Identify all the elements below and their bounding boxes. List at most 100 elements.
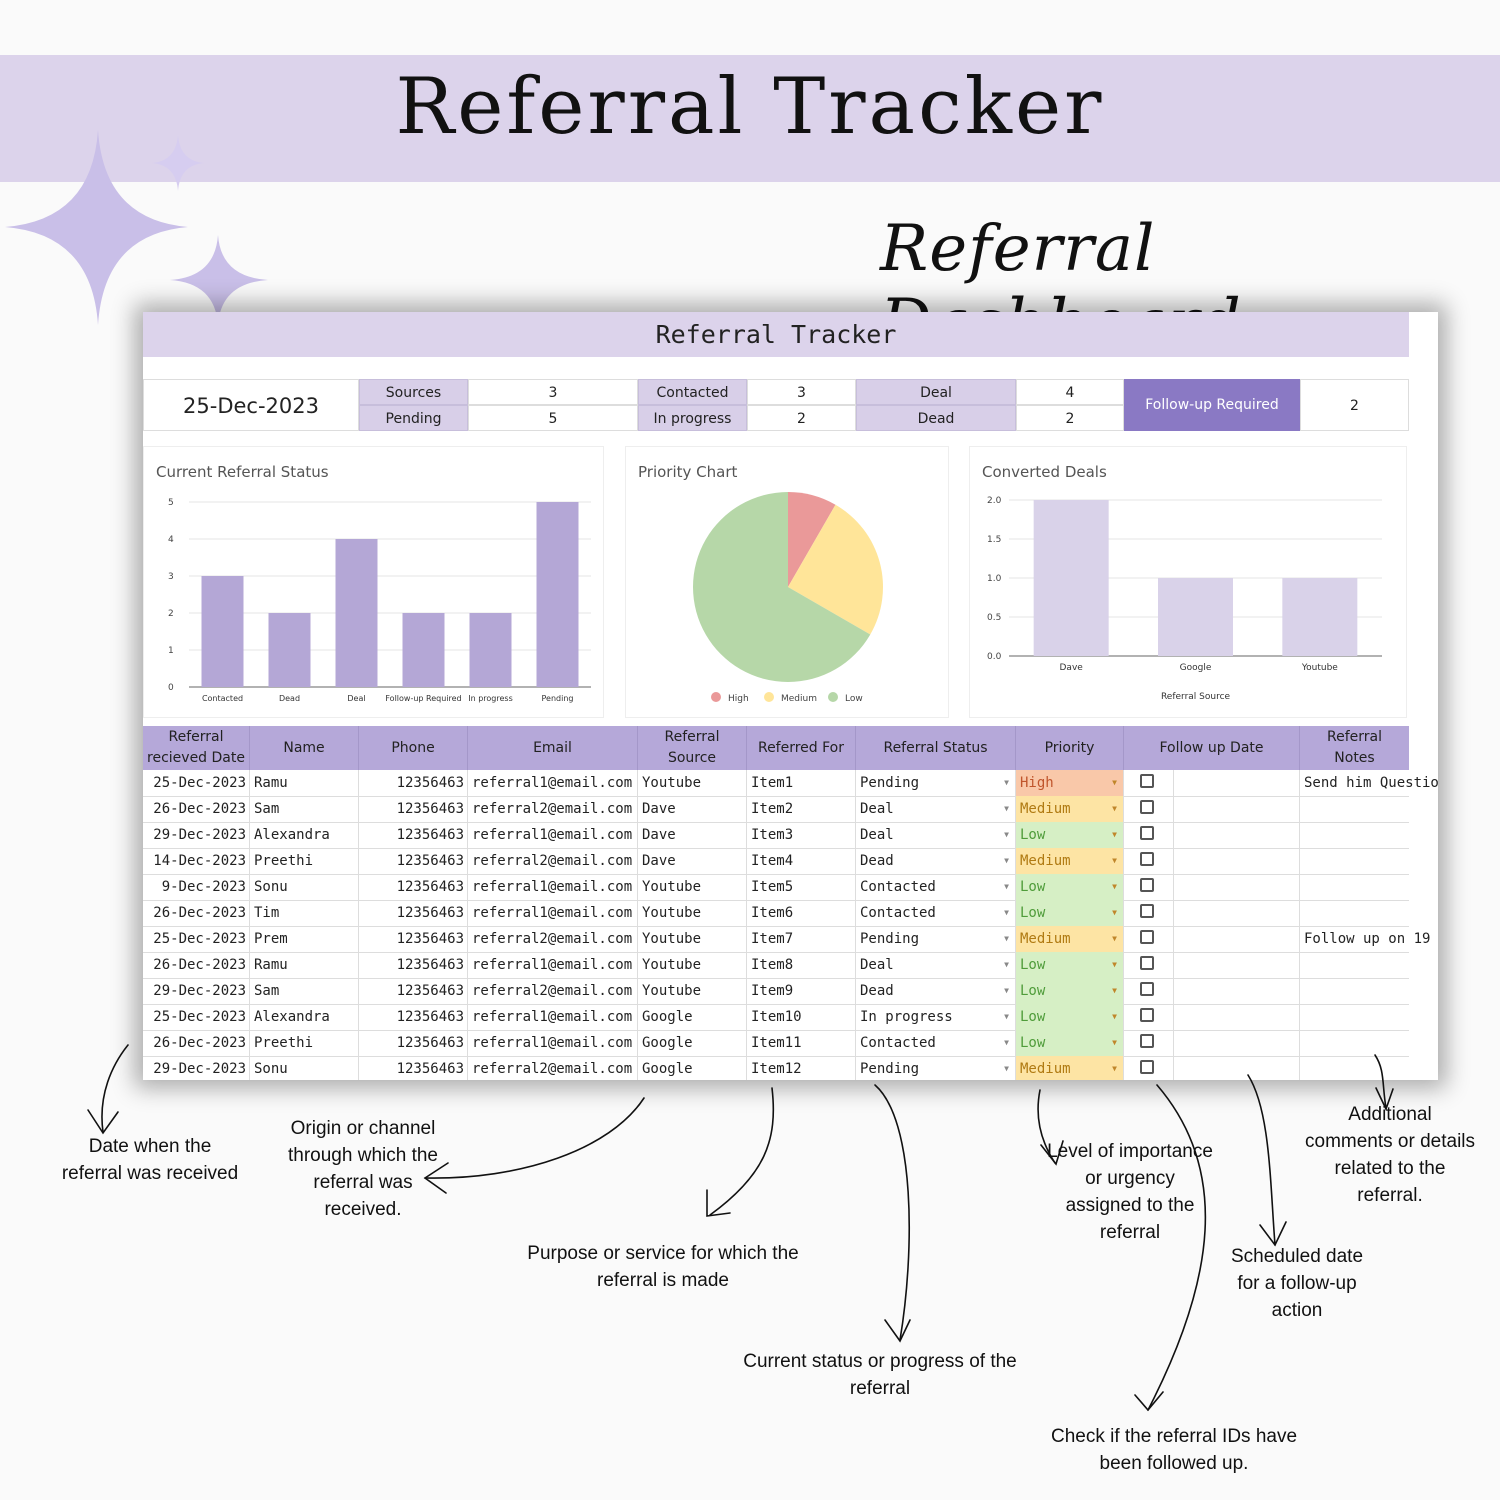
dropdown-arrow-icon[interactable]: ▼ — [1112, 1012, 1117, 1021]
cell-date[interactable]: 26-Dec-2023 — [143, 1030, 250, 1056]
cell-followed-up[interactable] — [1124, 874, 1174, 900]
col-name[interactable]: Name — [250, 726, 359, 770]
followed-up-checkbox[interactable] — [1140, 956, 1154, 970]
cell-email[interactable]: referral1@email.com — [468, 1030, 638, 1056]
cell-date[interactable]: 26-Dec-2023 — [143, 952, 250, 978]
cell-phone[interactable]: 12356463 — [359, 822, 468, 848]
cell-priority[interactable]: Low▼ — [1016, 900, 1124, 926]
cell-phone[interactable]: 12356463 — [359, 796, 468, 822]
cell-referred-for[interactable]: Item3 — [747, 822, 856, 848]
cell-status[interactable]: Dead▼ — [856, 848, 1016, 874]
cell-notes[interactable] — [1300, 1030, 1438, 1056]
cell-phone[interactable]: 12356463 — [359, 952, 468, 978]
followed-up-checkbox[interactable] — [1140, 878, 1154, 892]
cell-referred-for[interactable]: Item9 — [747, 978, 856, 1004]
cell-name[interactable]: Alexandra — [250, 1004, 359, 1030]
cell-name[interactable]: Preethi — [250, 848, 359, 874]
cell-notes[interactable] — [1300, 952, 1438, 978]
cell-follow-up-date[interactable] — [1174, 1056, 1300, 1080]
dropdown-arrow-icon[interactable]: ▼ — [1004, 986, 1009, 995]
cell-source[interactable]: Dave — [638, 822, 747, 848]
col-email[interactable]: Email — [468, 726, 638, 770]
cell-priority[interactable]: Medium▼ — [1016, 926, 1124, 952]
cell-priority[interactable]: Low▼ — [1016, 874, 1124, 900]
cell-notes[interactable] — [1300, 822, 1438, 848]
cell-email[interactable]: referral1@email.com — [468, 822, 638, 848]
cell-email[interactable]: referral1@email.com — [468, 900, 638, 926]
cell-followed-up[interactable] — [1124, 796, 1174, 822]
cell-status[interactable]: Pending▼ — [856, 770, 1016, 796]
cell-date[interactable]: 26-Dec-2023 — [143, 796, 250, 822]
summary-value-follow-up[interactable]: 2 — [1300, 379, 1409, 431]
followed-up-checkbox[interactable] — [1140, 774, 1154, 788]
cell-priority[interactable]: Low▼ — [1016, 822, 1124, 848]
col-received-date[interactable]: Referral recieved Date — [143, 726, 250, 770]
cell-email[interactable]: referral1@email.com — [468, 952, 638, 978]
cell-date[interactable]: 25-Dec-2023 — [143, 1004, 250, 1030]
dropdown-arrow-icon[interactable]: ▼ — [1112, 908, 1117, 917]
current-date[interactable]: 25-Dec-2023 — [143, 379, 359, 431]
cell-source[interactable]: Youtube — [638, 874, 747, 900]
cell-name[interactable]: Tim — [250, 900, 359, 926]
cell-notes[interactable] — [1300, 874, 1438, 900]
cell-email[interactable]: referral2@email.com — [468, 978, 638, 1004]
cell-email[interactable]: referral2@email.com — [468, 926, 638, 952]
followed-up-checkbox[interactable] — [1140, 904, 1154, 918]
cell-referred-for[interactable]: Item2 — [747, 796, 856, 822]
cell-status[interactable]: Contacted▼ — [856, 1030, 1016, 1056]
summary-value-deal[interactable]: 4 — [1016, 379, 1124, 405]
cell-priority[interactable]: High▼ — [1016, 770, 1124, 796]
cell-email[interactable]: referral2@email.com — [468, 848, 638, 874]
cell-priority[interactable]: Low▼ — [1016, 952, 1124, 978]
cell-status[interactable]: Pending▼ — [856, 926, 1016, 952]
cell-email[interactable]: referral1@email.com — [468, 1004, 638, 1030]
cell-name[interactable]: Sam — [250, 978, 359, 1004]
cell-referred-for[interactable]: Item12 — [747, 1056, 856, 1080]
cell-email[interactable]: referral2@email.com — [468, 796, 638, 822]
dropdown-arrow-icon[interactable]: ▼ — [1004, 1038, 1009, 1047]
cell-name[interactable]: Ramu — [250, 952, 359, 978]
summary-value-contacted[interactable]: 3 — [747, 379, 856, 405]
followed-up-checkbox[interactable] — [1140, 1008, 1154, 1022]
summary-value-dead[interactable]: 2 — [1016, 405, 1124, 431]
cell-source[interactable]: Google — [638, 1004, 747, 1030]
cell-notes[interactable] — [1300, 1056, 1438, 1080]
dropdown-arrow-icon[interactable]: ▼ — [1112, 830, 1117, 839]
cell-phone[interactable]: 12356463 — [359, 900, 468, 926]
followed-up-checkbox[interactable] — [1140, 1060, 1154, 1074]
cell-priority[interactable]: Low▼ — [1016, 978, 1124, 1004]
cell-name[interactable]: Ramu — [250, 770, 359, 796]
cell-source[interactable]: Google — [638, 1030, 747, 1056]
cell-follow-up-date[interactable] — [1174, 1004, 1300, 1030]
cell-notes[interactable] — [1300, 796, 1438, 822]
cell-followed-up[interactable] — [1124, 978, 1174, 1004]
cell-status[interactable]: Contacted▼ — [856, 900, 1016, 926]
cell-followed-up[interactable] — [1124, 1030, 1174, 1056]
cell-notes[interactable] — [1300, 1004, 1438, 1030]
cell-status[interactable]: In progress▼ — [856, 1004, 1016, 1030]
cell-email[interactable]: referral1@email.com — [468, 874, 638, 900]
followed-up-checkbox[interactable] — [1140, 982, 1154, 996]
cell-referred-for[interactable]: Item4 — [747, 848, 856, 874]
cell-email[interactable]: referral2@email.com — [468, 1056, 638, 1080]
cell-status[interactable]: Dead▼ — [856, 978, 1016, 1004]
cell-followed-up[interactable] — [1124, 900, 1174, 926]
cell-referred-for[interactable]: Item5 — [747, 874, 856, 900]
cell-name[interactable]: Alexandra — [250, 822, 359, 848]
cell-followed-up[interactable] — [1124, 848, 1174, 874]
dropdown-arrow-icon[interactable]: ▼ — [1112, 986, 1117, 995]
cell-priority[interactable]: Medium▼ — [1016, 796, 1124, 822]
cell-status[interactable]: Deal▼ — [856, 796, 1016, 822]
cell-priority[interactable]: Low▼ — [1016, 1030, 1124, 1056]
dropdown-arrow-icon[interactable]: ▼ — [1112, 1064, 1117, 1073]
summary-value-sources[interactable]: 3 — [468, 379, 638, 405]
dropdown-arrow-icon[interactable]: ▼ — [1004, 908, 1009, 917]
cell-phone[interactable]: 12356463 — [359, 978, 468, 1004]
cell-follow-up-date[interactable] — [1174, 1030, 1300, 1056]
cell-name[interactable]: Preethi — [250, 1030, 359, 1056]
cell-followed-up[interactable] — [1124, 952, 1174, 978]
cell-email[interactable]: referral1@email.com — [468, 770, 638, 796]
cell-date[interactable]: 25-Dec-2023 — [143, 926, 250, 952]
cell-phone[interactable]: 12356463 — [359, 1056, 468, 1080]
followed-up-checkbox[interactable] — [1140, 826, 1154, 840]
